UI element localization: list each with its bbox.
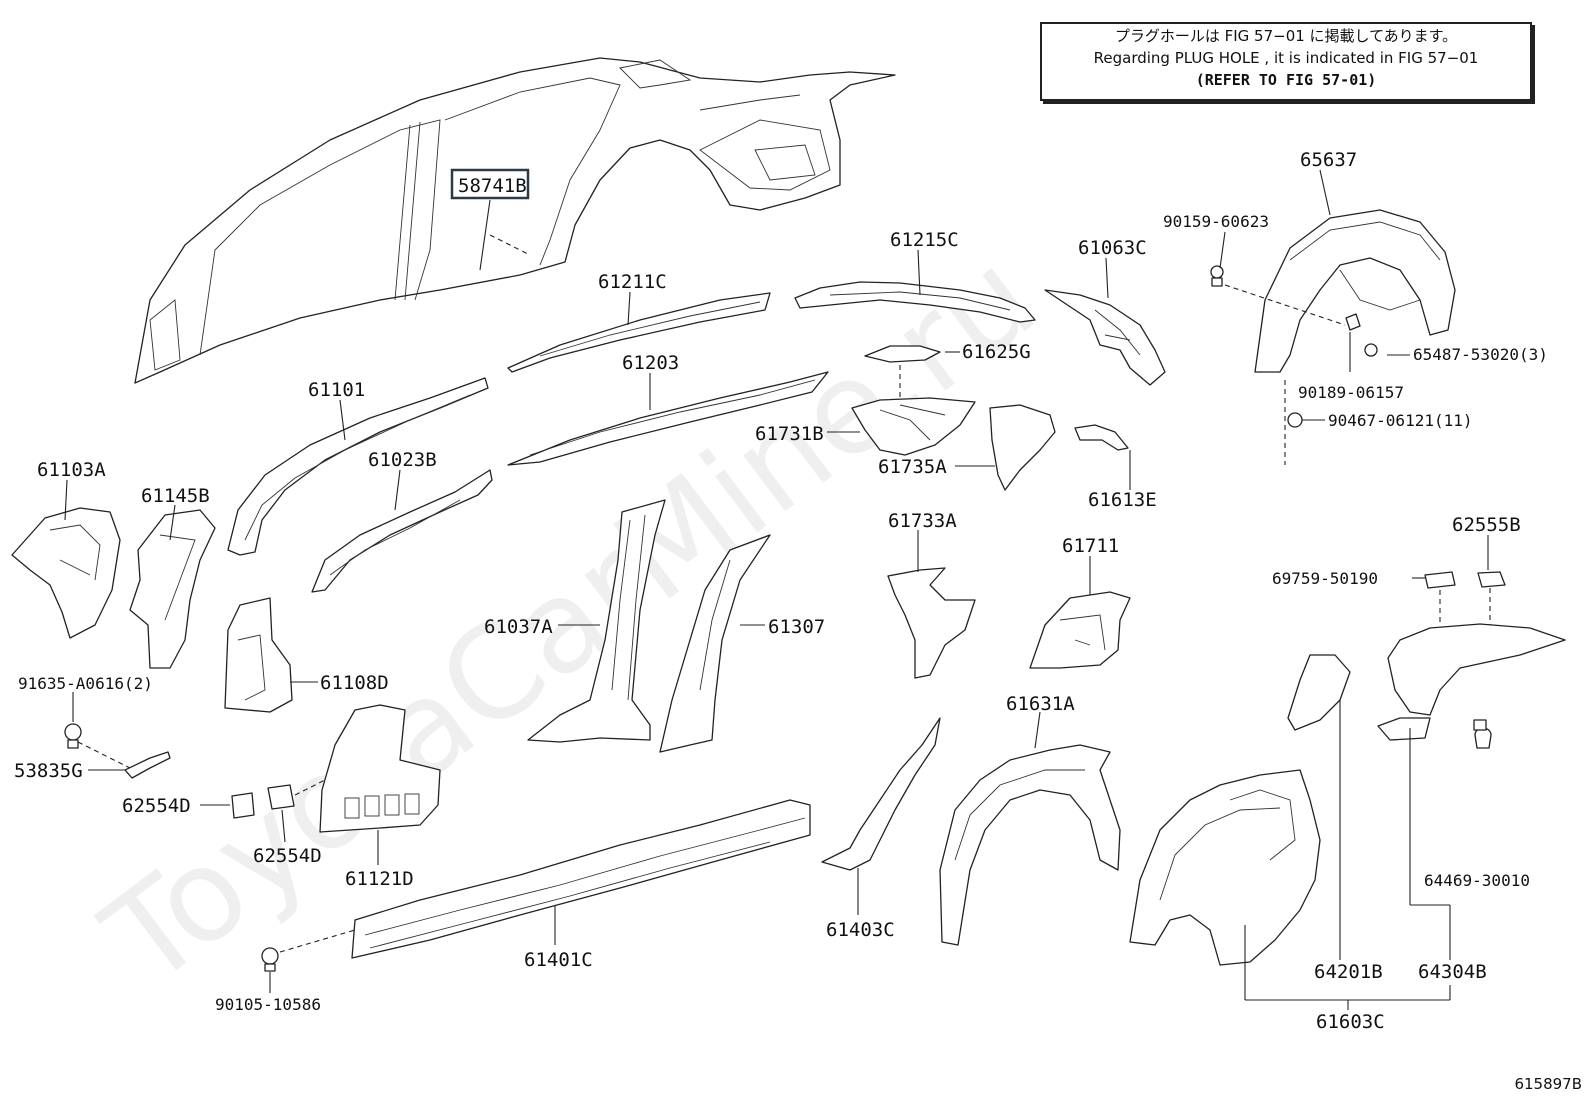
label-90159-60623[interactable]: 90159-60623 xyxy=(1163,212,1269,231)
label-62554D-a[interactable]: 62554D xyxy=(122,795,191,817)
label-61063C[interactable]: 61063C xyxy=(1078,237,1147,259)
label-61023B[interactable]: 61023B xyxy=(368,449,437,471)
label-61625G[interactable]: 61625G xyxy=(962,341,1031,363)
note-line-en: Regarding PLUG HOLE , it is indicated in… xyxy=(1093,49,1479,67)
part-61733A-shape[interactable] xyxy=(887,567,976,679)
part-90467-grommet[interactable] xyxy=(1474,727,1492,749)
label-61101[interactable]: 61101 xyxy=(308,379,365,401)
label-61307[interactable]: 61307 xyxy=(768,616,825,638)
part-64304B-wheelhouse-shape[interactable] xyxy=(1387,623,1566,716)
part-65637-shape[interactable] xyxy=(1254,209,1456,373)
part-61731B-shape[interactable] xyxy=(851,397,976,456)
label-64201B[interactable]: 64201B xyxy=(1314,961,1383,983)
label-61108D[interactable]: 61108D xyxy=(320,672,389,694)
reference-note-box: プラグホールは FIG 57−01 に掲載してあります。 Regarding P… xyxy=(1040,22,1532,101)
label-65637[interactable]: 65637 xyxy=(1300,149,1357,171)
part-61063C-shape[interactable] xyxy=(1044,289,1166,386)
label-61613E[interactable]: 61613E xyxy=(1088,489,1157,511)
part-62554D-b-shape[interactable] xyxy=(267,784,295,810)
part-62554D-a-shape[interactable] xyxy=(231,792,255,819)
label-65487-53020[interactable]: 65487-53020(3) xyxy=(1413,345,1548,364)
part-64201B-shape[interactable] xyxy=(1287,654,1351,731)
bolt-90159-60623[interactable] xyxy=(1210,265,1224,287)
part-61613E-shape[interactable] xyxy=(1074,424,1129,451)
note-line-jp: プラグホールは FIG 57−01 に掲載してあります。 xyxy=(1114,27,1458,45)
part-61735A-shape[interactable] xyxy=(989,404,1056,491)
highlight-box-58741B xyxy=(450,168,530,200)
label-90189-06157[interactable]: 90189-06157 xyxy=(1298,383,1404,402)
label-61121D[interactable]: 61121D xyxy=(345,868,414,890)
part-61108D-shape[interactable] xyxy=(224,597,293,713)
figure-id: 615897B xyxy=(1514,1075,1582,1093)
part-69759-50190-shape[interactable] xyxy=(1424,571,1456,589)
label-61603C[interactable]: 61603C xyxy=(1316,1011,1385,1033)
part-61203-shape[interactable] xyxy=(507,371,829,466)
label-61401C[interactable]: 61401C xyxy=(524,949,593,971)
label-61403C[interactable]: 61403C xyxy=(826,919,895,941)
label-61215C[interactable]: 61215C xyxy=(890,229,959,251)
part-61307-shape[interactable] xyxy=(659,534,771,753)
label-61203[interactable]: 61203 xyxy=(622,352,679,374)
label-61103A[interactable]: 61103A xyxy=(37,459,106,481)
grommet-90467-06121[interactable] xyxy=(1287,412,1303,428)
label-62554D-b[interactable]: 62554D xyxy=(253,845,322,867)
part-61403C-shape[interactable] xyxy=(821,717,941,871)
part-61215C-shape[interactable] xyxy=(794,281,1036,323)
part-61121D-shape[interactable] xyxy=(319,704,441,833)
body-side-outer-58741B[interactable] xyxy=(134,57,896,384)
leader-lines xyxy=(64,169,1491,1010)
label-61631A[interactable]: 61631A xyxy=(1006,693,1075,715)
label-61735A[interactable]: 61735A xyxy=(878,456,947,478)
label-90467-06121[interactable]: 90467-06121(11) xyxy=(1328,411,1473,430)
label-64469-30010[interactable]: 64469-30010 xyxy=(1424,871,1530,890)
part-61023B-shape[interactable] xyxy=(311,469,493,593)
part-53835G-shape[interactable] xyxy=(124,751,171,779)
label-61711[interactable]: 61711 xyxy=(1062,535,1119,557)
label-61211C[interactable]: 61211C xyxy=(598,271,667,293)
bolt-90105-10586[interactable] xyxy=(261,947,279,972)
label-62555B[interactable]: 62555B xyxy=(1452,514,1521,536)
nut-65487-53020[interactable] xyxy=(1364,343,1378,357)
note-line-refer: (REFER TO FIG 57-01) xyxy=(1195,71,1377,89)
label-61037A[interactable]: 61037A xyxy=(484,616,553,638)
part-61625G-shape[interactable] xyxy=(864,345,941,363)
label-53835G[interactable]: 53835G xyxy=(14,760,83,782)
label-61731B[interactable]: 61731B xyxy=(755,423,824,445)
part-61101-shape[interactable] xyxy=(227,377,489,556)
part-61631A-shape[interactable] xyxy=(939,744,1121,946)
part-61711-shape[interactable] xyxy=(1029,591,1131,669)
label-69759-50190[interactable]: 69759-50190 xyxy=(1272,569,1378,588)
part-61103A-shape[interactable] xyxy=(11,507,121,639)
part-61145B-shape[interactable] xyxy=(129,509,216,669)
label-61145B[interactable]: 61145B xyxy=(141,485,210,507)
label-90105-10586[interactable]: 90105-10586 xyxy=(215,995,321,1014)
part-61603C-shape[interactable] xyxy=(1129,769,1321,966)
clip-90189-06157[interactable] xyxy=(1345,313,1361,331)
part-61037A-shape[interactable] xyxy=(527,499,666,743)
label-58741B[interactable]: 58741B xyxy=(458,175,527,197)
label-64304B[interactable]: 64304B xyxy=(1418,961,1487,983)
label-91635-A0616[interactable]: 91635-A0616(2) xyxy=(18,674,153,693)
plug-62555B-lower[interactable] xyxy=(1473,719,1487,731)
part-62555B-shape[interactable] xyxy=(1477,571,1506,588)
label-61733A[interactable]: 61733A xyxy=(888,510,957,532)
bolt-91635-A0616[interactable] xyxy=(64,723,82,749)
part-64469-30010-shape[interactable] xyxy=(1377,717,1431,741)
